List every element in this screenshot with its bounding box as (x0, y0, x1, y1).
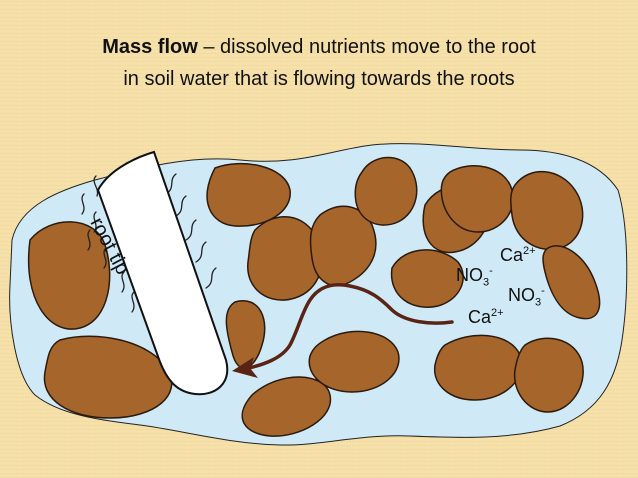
calcium-ion-label: Ca2+ (500, 245, 536, 265)
flow-arrow-head (232, 357, 258, 378)
soil-particle (434, 334, 523, 401)
root-hairs (81, 173, 217, 313)
soil-particle (542, 245, 601, 320)
slide-title: Mass flow – dissolved nutrients move to … (0, 36, 638, 59)
soil-particle (308, 330, 400, 393)
soil-particle (43, 335, 173, 419)
flow-arrow-line (238, 283, 454, 372)
nitrate-ion-label: NO3- (456, 265, 493, 289)
soil-particle (206, 162, 291, 227)
title-keyword: Mass flow (102, 36, 198, 58)
soil-particle (247, 216, 323, 301)
calcium-ion-label: Ca2+ (468, 307, 504, 327)
nitrate-ion-label: NO3- (508, 285, 545, 309)
soil-particles (27, 156, 601, 437)
soil-particle (440, 165, 514, 233)
soil-particle (354, 156, 418, 226)
soil-particle (390, 249, 464, 308)
root-tip (96, 150, 229, 396)
title-definition: – dissolved nutrients move to the root (197, 36, 536, 58)
soil-particle (513, 337, 584, 413)
soil-particle (241, 376, 332, 437)
slide-title-line-2: in soil water that is flowing towards th… (123, 68, 515, 90)
